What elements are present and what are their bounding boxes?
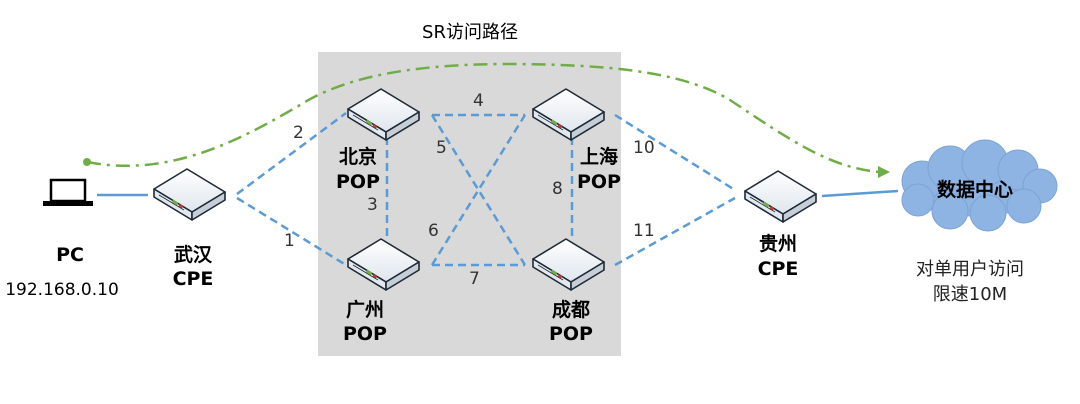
link-label-1: 1 — [284, 231, 295, 251]
sr-path — [83, 62, 890, 178]
pc-label: PC — [56, 244, 84, 266]
link-10-shanghai-guizhou — [614, 113, 736, 192]
chengdu-pop-label-line1: 成都 — [552, 298, 590, 321]
link-label-8: 8 — [552, 179, 563, 199]
guizhou-datacenter-link — [821, 189, 899, 198]
wuhan-cpe-label-line2: CPE — [173, 268, 214, 290]
wuhan-cpe-label-line1: 武汉 — [174, 244, 213, 266]
guizhou-cpe: 贵州 CPE — [744, 170, 817, 280]
rate-limit-note: 对单用户访问 限速10M — [916, 259, 1024, 305]
guangzhou-pop-label-line2: POP — [343, 323, 387, 345]
guangzhou-pop-label-line1: 广州 — [346, 298, 384, 321]
wan-links — [236, 111, 736, 267]
beijing-pop-label-line2: POP — [336, 171, 380, 193]
laptop-icon — [43, 178, 93, 206]
shanghai-pop-label-line2: POP — [577, 171, 621, 193]
link-11-chengdu-guizhou — [614, 196, 736, 267]
link-2-wuhan-beijing — [236, 111, 347, 196]
beijing-pop-label-line1: 北京 — [339, 145, 377, 168]
link-label-2: 2 — [293, 123, 304, 143]
rate-limit-note-line1: 对单用户访问 — [916, 259, 1024, 280]
shanghai-pop: 上海 POP — [532, 88, 621, 193]
datacenter: 数据中心 — [901, 139, 1058, 232]
pc-ip: 192.168.0.10 — [5, 280, 119, 300]
link-label-5: 5 — [436, 138, 447, 158]
link-6-guangzhou-shanghai — [430, 114, 527, 266]
chengdu-pop-label-line2: POP — [549, 323, 593, 345]
shanghai-pop-label-line1: 上海 — [580, 145, 618, 168]
pc: PC 192.168.0.10 — [5, 178, 119, 300]
link-label-4: 4 — [473, 91, 484, 111]
beijing-pop: 北京 POP — [336, 88, 420, 193]
router-icon — [153, 168, 226, 221]
chengdu-pop: 成都 POP — [532, 238, 605, 345]
link-1-wuhan-guangzhou — [236, 196, 347, 267]
guizhou-cpe-label-line1: 贵州 — [759, 233, 797, 255]
datacenter-label: 数据中心 — [937, 178, 1013, 201]
link-label-6: 6 — [428, 221, 439, 241]
router-icon — [744, 170, 817, 223]
link-label-10: 10 — [633, 138, 655, 158]
guangzhou-pop: 广州 POP — [343, 238, 420, 345]
link-label-11: 11 — [633, 221, 655, 241]
rate-limit-note-line2: 限速10M — [933, 284, 1007, 305]
link-labels: 2 1 3 4 5 6 7 8 10 11 — [284, 91, 655, 289]
link-label-3: 3 — [367, 195, 378, 215]
sr-path-start-dot — [83, 158, 91, 166]
wuhan-cpe: 武汉 CPE — [153, 168, 226, 290]
link-label-7: 7 — [469, 269, 480, 289]
sr-path-arrowhead — [878, 166, 890, 178]
link-5-beijing-chengdu — [430, 114, 527, 266]
guizhou-cpe-label-line2: CPE — [758, 258, 799, 280]
cloud-icon — [901, 139, 1058, 232]
diagram-title: SR访问路径 — [422, 22, 518, 43]
